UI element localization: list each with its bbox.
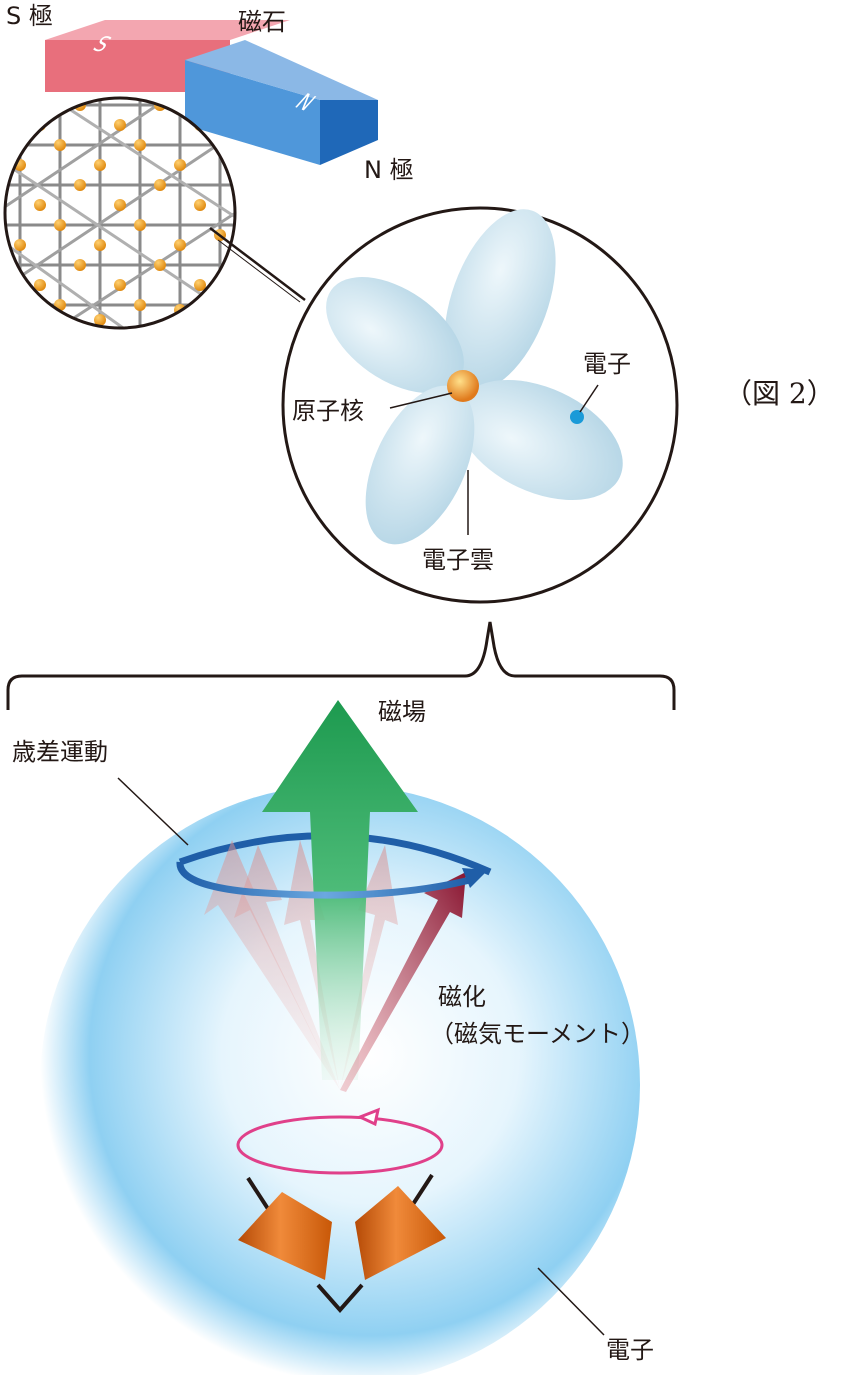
electron-dot <box>570 410 584 424</box>
magnet-n-end <box>320 100 378 165</box>
electron-sphere-label: 電子 <box>606 1336 654 1364</box>
magnet-n-front <box>185 60 320 165</box>
s-pole-label: S 極 <box>6 2 53 30</box>
atom-electron-label: 電子 <box>583 350 631 378</box>
zoom-line-1 <box>209 227 306 301</box>
nucleus-label: 原子核 <box>292 397 364 425</box>
magnet-s-top <box>45 20 290 40</box>
zoom-line-2 <box>217 239 301 303</box>
precession-ring-arrowhead <box>462 868 488 888</box>
electron-leader <box>579 384 599 413</box>
electron-cloud-lobe <box>444 209 556 391</box>
figure-label: （図 2） <box>724 377 835 410</box>
precession-ring-front <box>176 861 471 899</box>
ghost-arrow <box>234 845 340 1090</box>
top-left <box>238 1192 332 1280</box>
spin-ring-arrowhead <box>356 1107 381 1127</box>
electron-sphere-leader <box>537 1267 605 1336</box>
bar-magnet <box>45 20 378 165</box>
electron-cloud-lobe <box>365 385 475 545</box>
spinning-tops <box>238 1173 446 1314</box>
nucleus-leader <box>389 392 453 409</box>
magnet-n-top <box>185 40 378 100</box>
magnetization-label: 磁化 <box>438 983 486 1011</box>
electron-cloud-label: 電子雲 <box>422 546 494 574</box>
magnetic-field-label: 磁場 <box>378 698 426 726</box>
electron-cloud-lobe <box>326 277 464 393</box>
magnetization-arrow <box>340 872 466 1092</box>
atom-circle <box>281 206 679 604</box>
precession-label: 歳差運動 <box>12 738 108 766</box>
spin-ring <box>236 1115 444 1175</box>
brace <box>6 621 676 710</box>
nucleus-ball <box>447 370 479 402</box>
n-pole-label: N 極 <box>364 156 414 184</box>
ghost-arrow <box>204 840 340 1090</box>
magnet-s-front <box>45 40 230 92</box>
top-right <box>355 1186 446 1280</box>
magnet-title: 磁石 <box>238 8 286 36</box>
magnetic-moment-label: （磁気モーメント） <box>430 1020 646 1048</box>
tops-joint <box>316 1283 364 1314</box>
precession-leader <box>117 777 189 846</box>
electron-sphere <box>40 785 640 1375</box>
magnetic-field-arrow <box>262 700 418 1080</box>
